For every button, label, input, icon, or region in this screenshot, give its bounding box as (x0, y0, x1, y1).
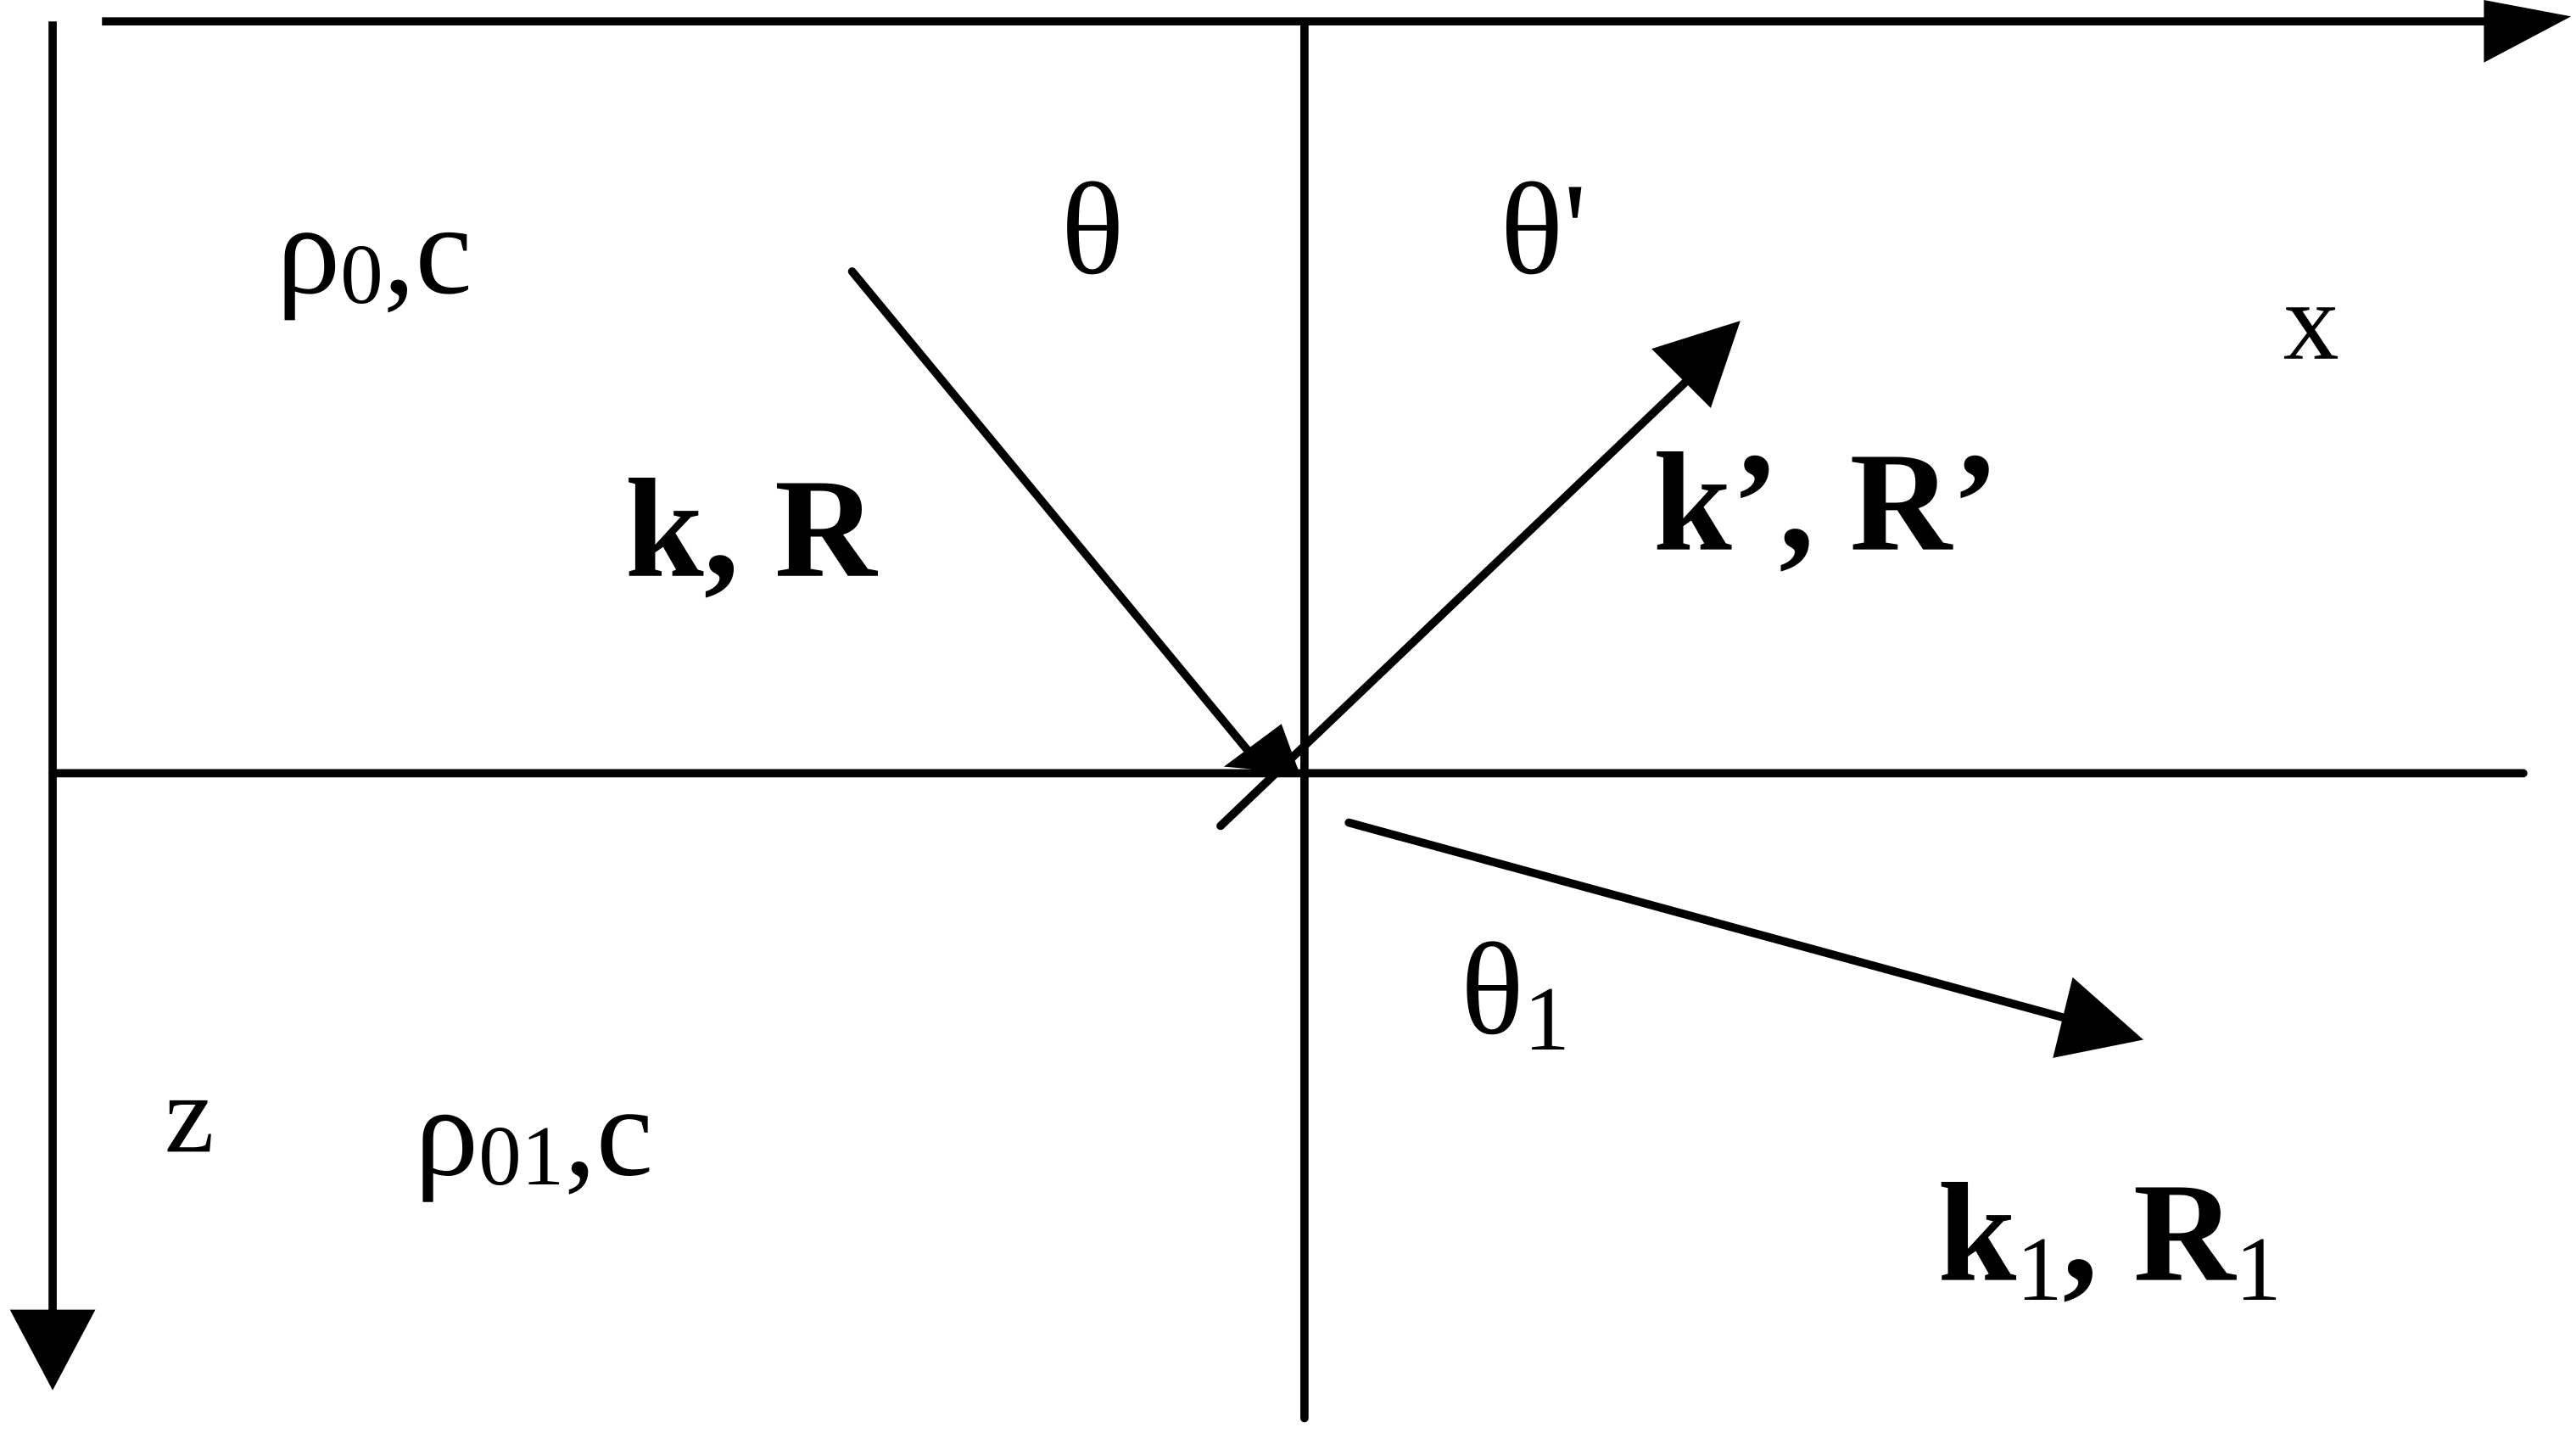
reflected-wave-label: k’, R’ (1653, 424, 1999, 581)
z-axis-arrowhead (9, 1309, 96, 1391)
upper-medium-label: ρ0,c (277, 178, 472, 322)
incident-angle-label: θ (1061, 156, 1124, 302)
incident-wave-arrowhead (1223, 724, 1300, 774)
transmitted-wave-arrow (1344, 818, 2077, 1025)
z-axis-label: z (165, 1051, 215, 1176)
reflected-wave-arrowhead (1651, 321, 1741, 408)
lower-medium-label: ρ01,c (415, 1061, 653, 1204)
transmitted-angle-label: θ1 (1461, 916, 1570, 1070)
incident-wave-label: k, R (625, 451, 878, 607)
reflected-angle-label: θ' (1500, 156, 1587, 302)
x-axis-arrowhead (2484, 0, 2572, 63)
x-axis-label: x (2283, 259, 2339, 383)
transmitted-wave-arrowhead (2053, 977, 2143, 1058)
incident-wave-arrow (847, 267, 1271, 778)
reflected-wave-arrow (1216, 374, 1694, 831)
transmitted-wave-label: k1, R1 (1938, 1155, 2282, 1320)
